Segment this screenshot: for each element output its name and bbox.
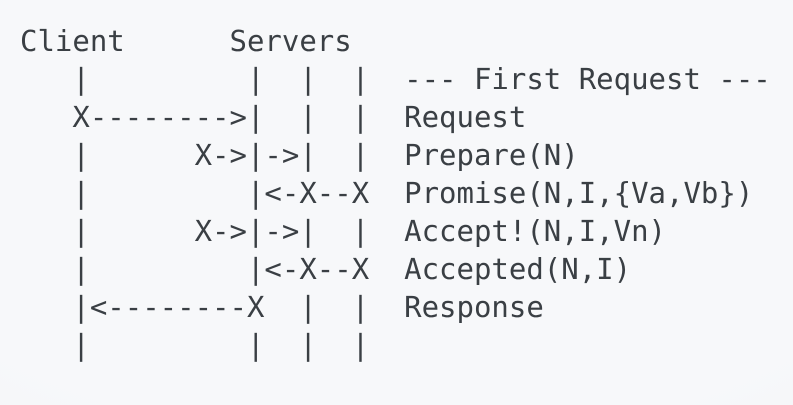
diagram-row-response: |<--------X | | Response — [20, 288, 771, 326]
lifelines-phase-banner: | | | | — [20, 62, 405, 96]
lifelines-accepted: | |<-X--X — [20, 252, 405, 286]
diagram-row-trailing-lifelines: | | | | — [20, 328, 405, 362]
diagram-row-header: Client Servers — [20, 24, 352, 58]
diagram-row-accept: | X->|->| | Accept!(N,I,Vn) — [20, 212, 771, 250]
diagram-row-client-request: X-------->| | | Request — [20, 98, 771, 136]
message-client-request: Request — [404, 100, 527, 134]
message-accept: Accept!(N,I,Vn) — [404, 214, 667, 248]
message-phase-banner: --- First Request --- — [404, 62, 771, 96]
lifelines-client-request: X-------->| | | — [20, 100, 405, 134]
message-promise: Promise(N,I,{Va,Vb}) — [404, 176, 754, 210]
lifelines-promise: | |<-X--X — [20, 176, 405, 210]
ascii-sequence-diagram: Client Servers | | | | --- First Request… — [20, 22, 771, 364]
lifelines-response: |<--------X | | — [20, 290, 405, 324]
message-prepare: Prepare(N) — [404, 138, 579, 172]
diagram-row-prepare: | X->|->| | Prepare(N) — [20, 136, 771, 174]
lifelines-prepare: | X->|->| | — [20, 138, 405, 172]
lifelines-accept: | X->|->| | — [20, 214, 405, 248]
diagram-row-promise: | |<-X--X Promise(N,I,{Va,Vb}) — [20, 174, 771, 212]
diagram-row-phase-banner: | | | | --- First Request --- — [20, 60, 771, 98]
message-accepted: Accepted(N,I) — [404, 252, 632, 286]
diagram-row-accepted: | |<-X--X Accepted(N,I) — [20, 250, 771, 288]
message-response: Response — [404, 290, 544, 324]
